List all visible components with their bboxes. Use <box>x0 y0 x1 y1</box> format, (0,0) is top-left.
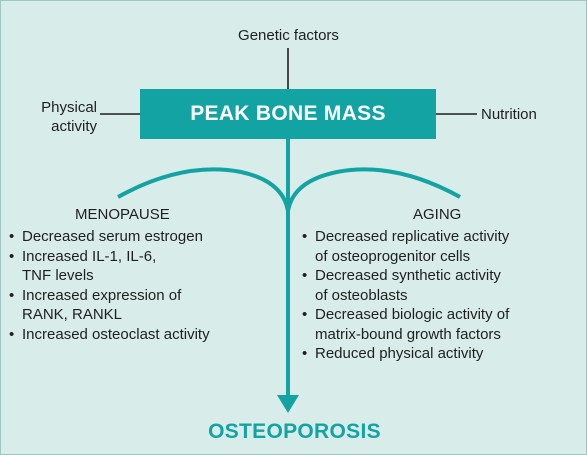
list-item: Decreased replicative activity of osteop… <box>302 227 582 266</box>
list-item: Increased osteoclast activity <box>9 325 279 345</box>
osteoporosis-outcome-label: OSTEOPOROSIS <box>208 420 381 443</box>
down-arrow-icon <box>277 395 299 413</box>
list-item: Decreased biologic activity of matrix-bo… <box>302 305 582 344</box>
list-item: Reduced physical activity <box>302 344 582 364</box>
aging-effects-list: Decreased replicative activity of osteop… <box>302 227 582 364</box>
list-item: Decreased synthetic activity of osteobla… <box>302 266 582 305</box>
menopause-branch-curve <box>117 167 290 212</box>
list-item: Decreased serum estrogen <box>9 227 279 247</box>
physical-activity-label: Physical activity <box>41 99 97 135</box>
peak-bone-mass-label: PEAK BONE MASS <box>190 102 386 125</box>
menopause-heading: MENOPAUSE <box>75 206 170 223</box>
nutrition-label: Nutrition <box>481 106 537 123</box>
genetic-factors-label: Genetic factors <box>238 27 339 44</box>
aging-heading: AGING <box>413 206 462 223</box>
peak-bone-mass-box: PEAK BONE MASS <box>140 89 436 139</box>
menopause-effects-list: Decreased serum estrogen Increased IL-1,… <box>9 227 279 344</box>
list-item: Increased IL-1, IL-6, TNF levels <box>9 247 279 286</box>
aging-branch-curve <box>286 167 461 212</box>
list-item: Increased expression of RANK, RANKL <box>9 286 279 325</box>
